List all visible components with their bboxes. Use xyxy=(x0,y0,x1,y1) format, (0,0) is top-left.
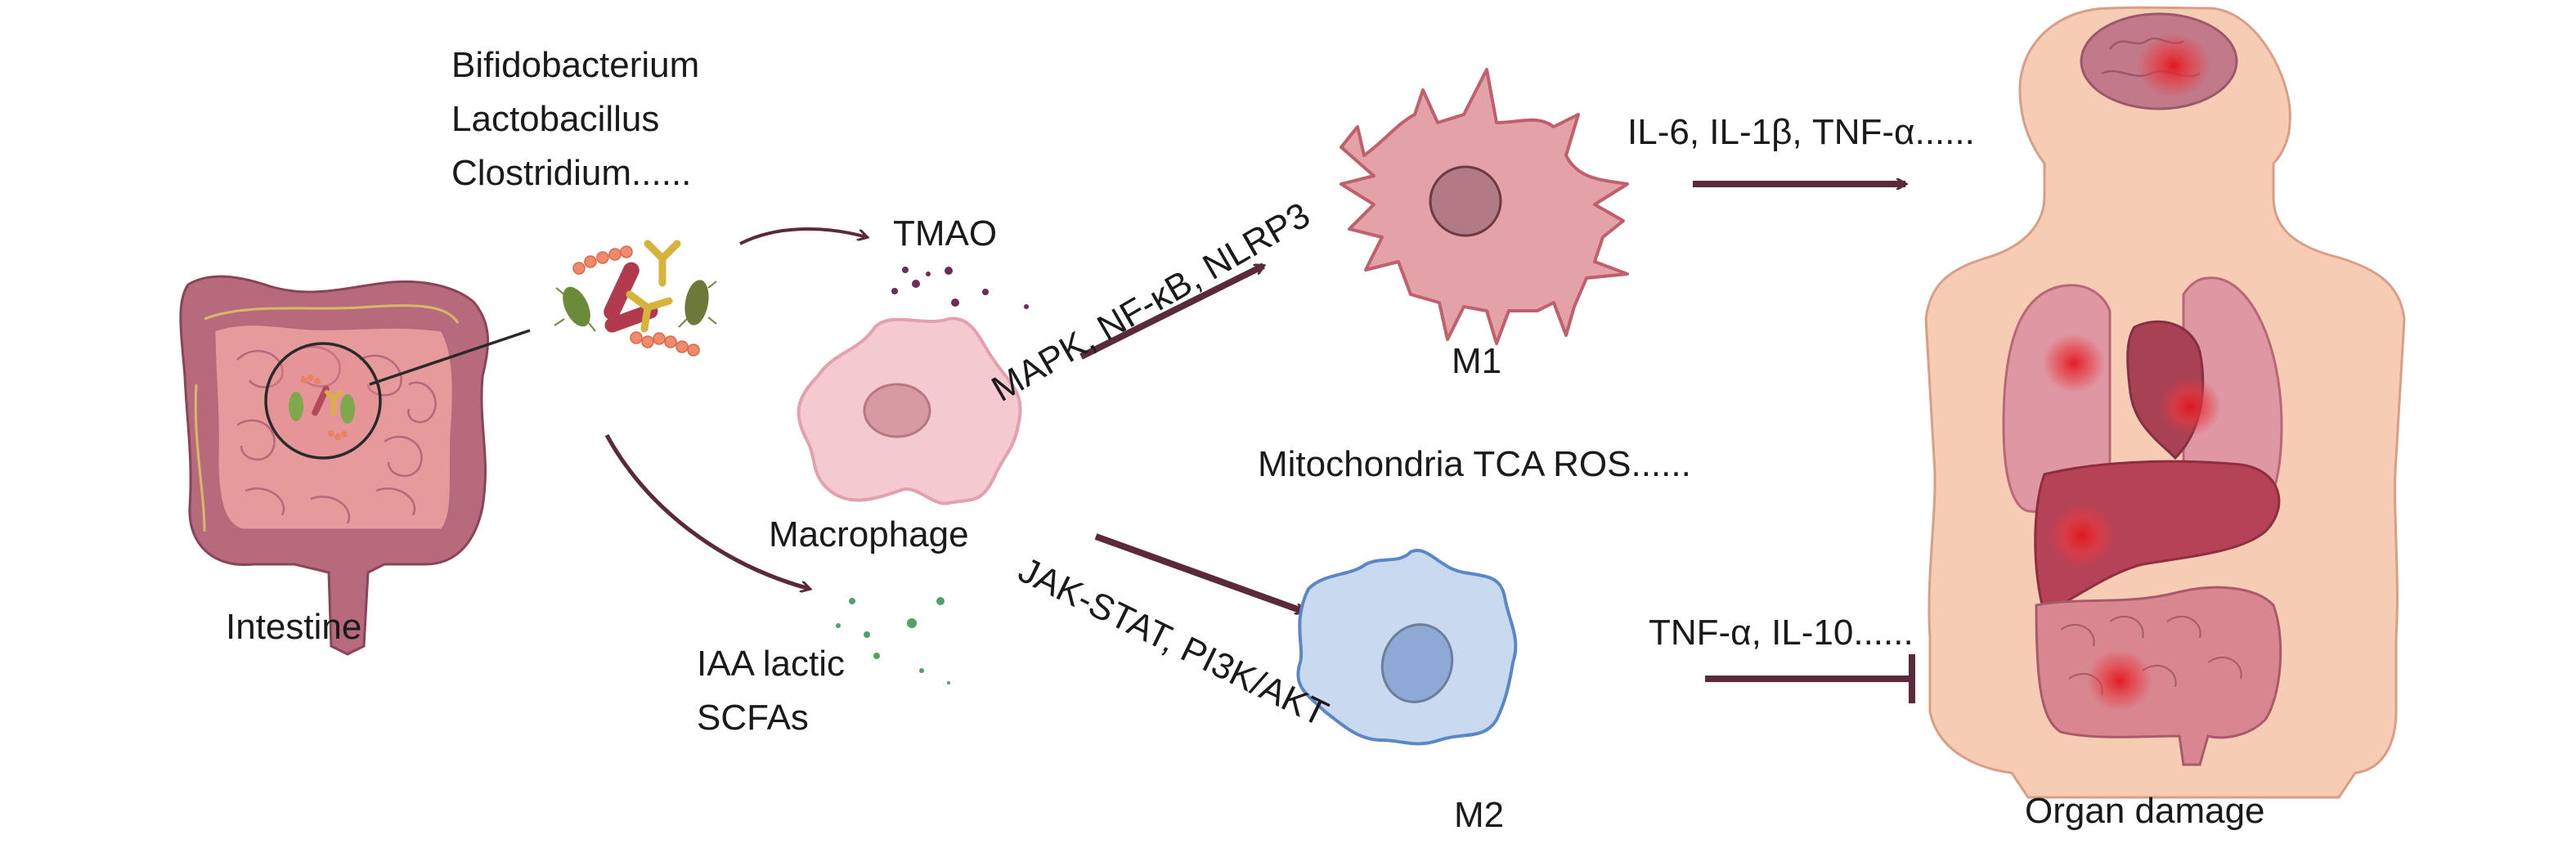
inhibition-arrow xyxy=(1705,654,1915,703)
m2-cell xyxy=(1296,549,1518,746)
m1-label: M1 xyxy=(1452,341,1502,381)
organ-damage-label: Organ damage xyxy=(2025,791,2265,831)
bacteria-name: Bifidobacterium xyxy=(451,45,700,85)
m2-label: M2 xyxy=(1454,795,1505,835)
intestine-illustration xyxy=(179,275,531,656)
iaa-label: IAA lactic xyxy=(697,644,845,684)
macrophage-cell xyxy=(797,316,1022,505)
liver xyxy=(2034,460,2281,616)
human-body xyxy=(1924,6,2406,799)
scfa-dots xyxy=(836,597,950,685)
scfa-label: SCFAs xyxy=(697,698,809,738)
metabolism-label: Mitochondria TCA ROS...... xyxy=(1258,444,1691,484)
arrow-to-tmao xyxy=(739,227,867,245)
arrow-to-m2 xyxy=(1094,533,1304,612)
m1-cytokines: IL-6, IL-1β, TNF-α...... xyxy=(1627,112,1975,152)
m2-cytokines: TNF-α, IL-10...... xyxy=(1649,613,1914,653)
m1-cell xyxy=(1340,68,1629,345)
body-intestine xyxy=(2035,586,2282,766)
bacteria-name: Clostridium...... xyxy=(451,153,692,193)
bacteria-name: Lactobacillus xyxy=(451,99,660,139)
intestine-label: Intestine xyxy=(226,607,362,647)
arrow-to-m1 xyxy=(1079,263,1263,360)
macrophage-label: Macrophage xyxy=(769,514,969,554)
arrow-to-scfa xyxy=(604,433,810,589)
tmao-label: TMAO xyxy=(893,213,998,254)
bacteria-cluster xyxy=(554,240,717,357)
tmao-dots xyxy=(891,267,1029,309)
